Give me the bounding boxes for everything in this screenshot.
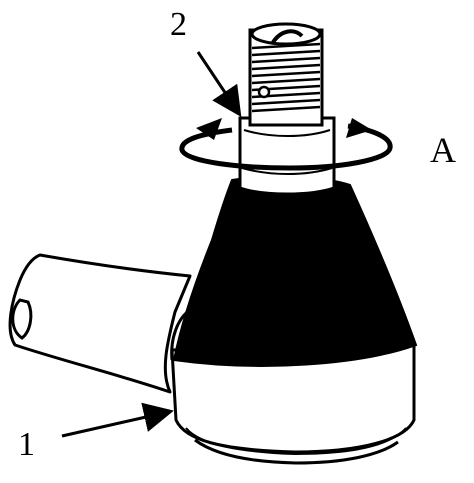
rotation-arrow [179, 118, 393, 171]
dust-boot [172, 175, 418, 367]
label-rotation-a: A [430, 130, 456, 170]
label-part-2: 2 [170, 6, 187, 43]
label-part-1: 1 [18, 426, 35, 463]
threaded-stud [248, 22, 324, 127]
leader-line-1 [61, 402, 174, 438]
leader-line-2 [196, 51, 242, 117]
arm-shank [8, 253, 192, 394]
lower-housing [170, 308, 416, 465]
neck-collar [238, 116, 336, 196]
